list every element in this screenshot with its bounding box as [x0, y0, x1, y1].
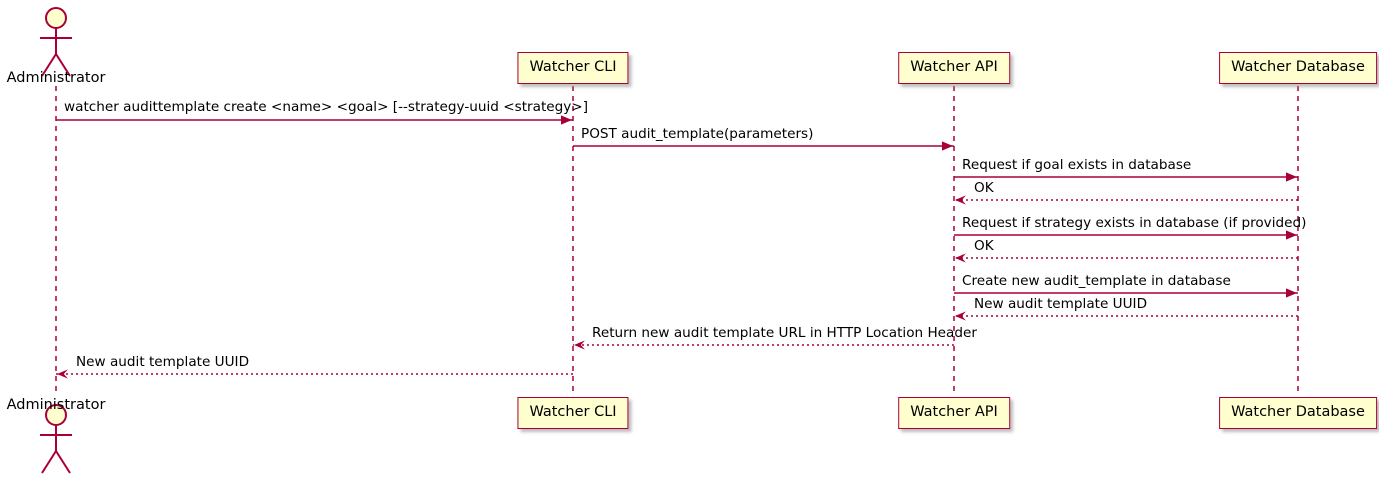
message-arrow-6	[954, 253, 1298, 263]
message-label-7: Create new audit_template in database	[962, 273, 1231, 289]
actor-left-leg-icon	[41, 53, 57, 77]
participant-label-cli: Watcher CLI	[529, 404, 617, 420]
message-label-3: Request if goal exists in database	[962, 157, 1192, 173]
message-arrow-7	[954, 288, 1298, 298]
actor-left-leg-icon	[41, 450, 57, 474]
arrowhead-filled-3	[1286, 172, 1297, 182]
participant-box-cli-top[interactable]: Watcher CLI	[517, 52, 629, 84]
actor-label-admin-bottom: Administrator	[6, 397, 106, 413]
participant-box-cli-bottom[interactable]: Watcher CLI	[517, 397, 629, 429]
message-arrow-2	[573, 141, 954, 151]
message-label-9: Return new audit template URL in HTTP Lo…	[592, 325, 977, 341]
arrowhead-open-9	[574, 340, 585, 350]
lifelines-group	[55, 86, 1299, 396]
participant-box-database-bottom[interactable]: Watcher Database	[1219, 397, 1377, 429]
arrowhead-open-8	[955, 311, 966, 321]
message-label-5: Request if strategy exists in database (…	[962, 215, 1307, 231]
message-label-1: watcher audittemplate create <name> <goa…	[64, 99, 589, 115]
arrowhead-open-4	[955, 195, 966, 205]
arrowhead-filled-7	[1286, 288, 1297, 298]
message-arrow-8	[954, 311, 1298, 321]
actor-figures-group	[40, 7, 72, 474]
message-arrow-3	[954, 172, 1298, 182]
actor-figure-top	[40, 7, 72, 77]
message-arrows-group	[56, 115, 1298, 379]
participant-label-api: Watcher API	[910, 59, 998, 75]
participant-box-api-top[interactable]: Watcher API	[898, 52, 1010, 84]
actor-right-leg-icon	[55, 53, 71, 77]
message-label-8: New audit template UUID	[974, 296, 1148, 312]
arrowhead-open-6	[955, 253, 966, 263]
participant-box-api-bottom[interactable]: Watcher API	[898, 397, 1010, 429]
message-arrow-1	[56, 115, 573, 125]
arrowhead-filled-2	[942, 141, 953, 151]
participant-label-database: Watcher Database	[1231, 59, 1365, 75]
message-label-10: New audit template UUID	[76, 354, 250, 370]
actor-figure-bottom	[40, 404, 72, 474]
arrowhead-filled-5	[1286, 230, 1297, 240]
actor-label-admin-top: Administrator	[6, 70, 106, 86]
message-label-2: POST audit_template(parameters)	[581, 126, 814, 142]
message-arrow-10	[56, 369, 573, 379]
message-arrow-5	[954, 230, 1298, 240]
arrowhead-open-10	[57, 369, 68, 379]
participant-label-api: Watcher API	[910, 404, 998, 420]
actor-head-icon	[45, 7, 67, 29]
participant-box-database-top[interactable]: Watcher Database	[1219, 52, 1377, 84]
participant-label-cli: Watcher CLI	[529, 59, 617, 75]
participant-label-database: Watcher Database	[1231, 404, 1365, 420]
message-label-6: OK	[974, 238, 994, 254]
message-arrow-4	[954, 195, 1298, 205]
message-arrow-9	[573, 340, 954, 350]
arrowhead-filled-1	[561, 115, 572, 125]
actor-right-leg-icon	[55, 450, 71, 474]
message-label-4: OK	[974, 180, 994, 196]
